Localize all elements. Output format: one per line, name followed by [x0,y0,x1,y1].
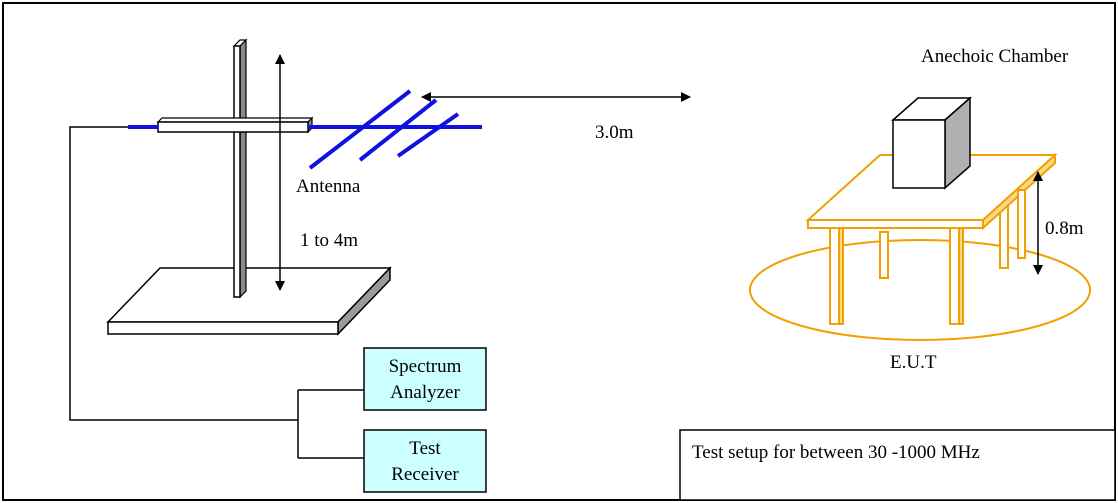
antenna-mast-base [106,266,392,336]
antenna-boom [156,116,314,134]
turntable-ellipse [749,239,1091,341]
caption-box: Test setup for between 30 -1000 MHz [679,429,1116,501]
height-range-label: 1 to 4m [300,230,358,251]
test-receiver-line2: Receiver [391,464,459,485]
cable-splitter [297,389,364,459]
eut-box [891,96,972,190]
caption-text: Test setup for between 30 -1000 MHz [692,442,980,463]
test-receiver-box: Test Receiver [363,429,487,493]
spectrum-analyzer-line2: Analyzer [390,382,460,403]
antenna-mast [232,38,248,299]
anechoic-chamber-label: Anechoic Chamber [921,46,1069,67]
spectrum-analyzer-box: Spectrum Analyzer [363,347,487,411]
distance-label: 3.0m [595,122,634,143]
spectrum-analyzer-line1: Spectrum [389,356,462,377]
test-receiver-line1: Test [409,438,441,459]
table-height-label: 0.8m [1045,218,1084,239]
antenna-label: Antenna [296,176,361,197]
log-periodic-antenna [128,89,482,170]
coax-cable [69,126,298,421]
eut-label: E.U.T [890,352,937,373]
